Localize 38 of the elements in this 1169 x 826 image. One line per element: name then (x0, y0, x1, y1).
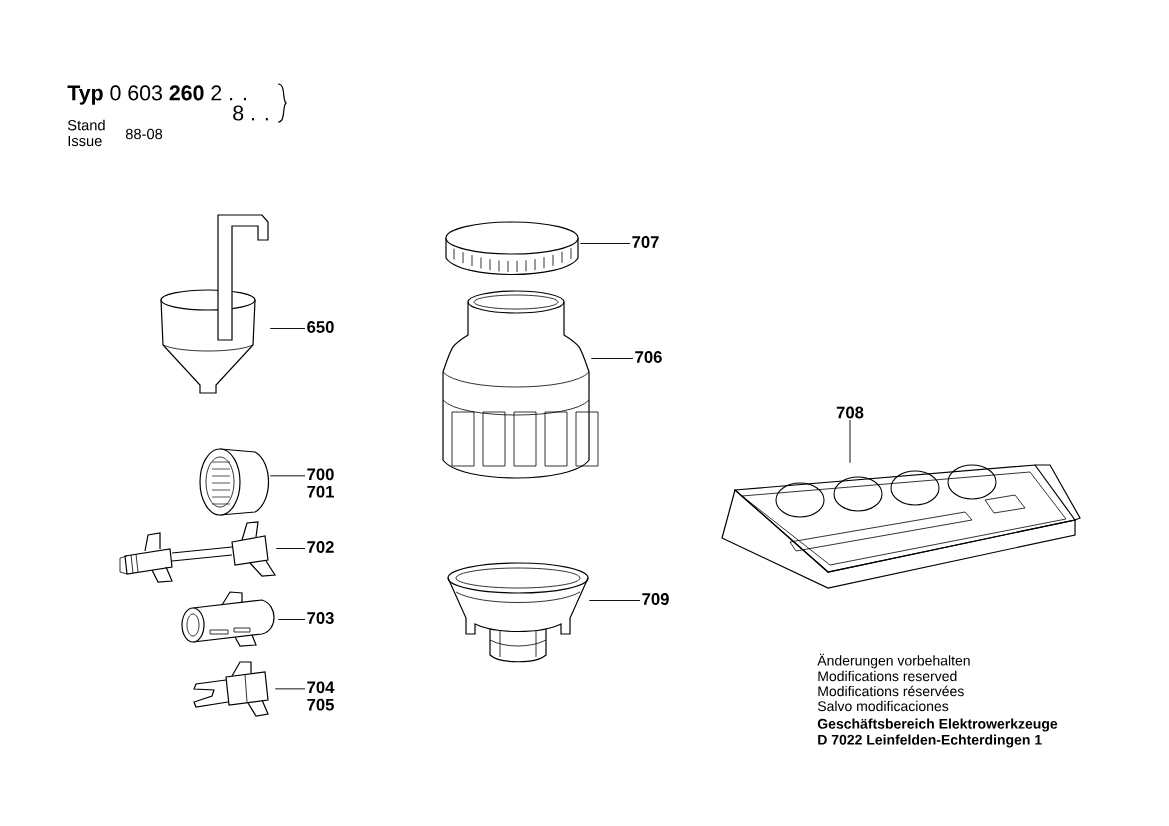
note-text: D 7022 Leinfelden-Echterdingen 1 (818, 734, 1042, 748)
callout-number: 706 (635, 351, 662, 363)
callout-number: 709 (642, 593, 669, 605)
callout-number: 650 (307, 321, 334, 333)
type-number: Typ 0 603 260 2 . . (67, 85, 246, 105)
note-text: Modifications réservées (818, 685, 964, 697)
lid-drawing (445, 221, 579, 276)
callout-number: 704 705 (307, 681, 335, 711)
leader-line (275, 548, 306, 549)
note-text: Geschäftsbereich Elektrowerkzeuge (817, 718, 1058, 732)
leader-line (590, 358, 634, 359)
note-text: Salvo modificaciones (817, 700, 949, 712)
strainer-drawing (199, 448, 270, 516)
callout-number: 702 (307, 541, 334, 553)
leader-line (588, 600, 641, 601)
funnel-drawing (160, 214, 269, 394)
leader-line (269, 475, 306, 477)
nozzle-drawing (119, 521, 277, 583)
callout-number: 708 (836, 406, 864, 419)
nozzle-tube-drawing (181, 591, 275, 647)
callout-number: 700 701 (307, 468, 334, 498)
cup-drawing (447, 562, 589, 663)
container-drawing (442, 290, 599, 479)
type-number: 8 . . (233, 105, 268, 121)
leader-line (269, 328, 306, 329)
callout-number: 707 (632, 236, 659, 248)
issue-text: Stand (67, 119, 105, 131)
issue-text: 88-08 (125, 128, 163, 140)
leader-line (849, 419, 851, 464)
note-text: Modifications reserved (818, 670, 957, 682)
issue-text: Issue (68, 135, 102, 147)
callout-number: 703 (307, 612, 334, 624)
note-text: Änderungen vorbehalten (817, 653, 970, 669)
leader-line (579, 243, 631, 244)
leader-line (274, 688, 306, 690)
nozzle-drawing (193, 661, 269, 717)
tray-drawing (721, 464, 1081, 589)
leader-line (277, 619, 306, 620)
